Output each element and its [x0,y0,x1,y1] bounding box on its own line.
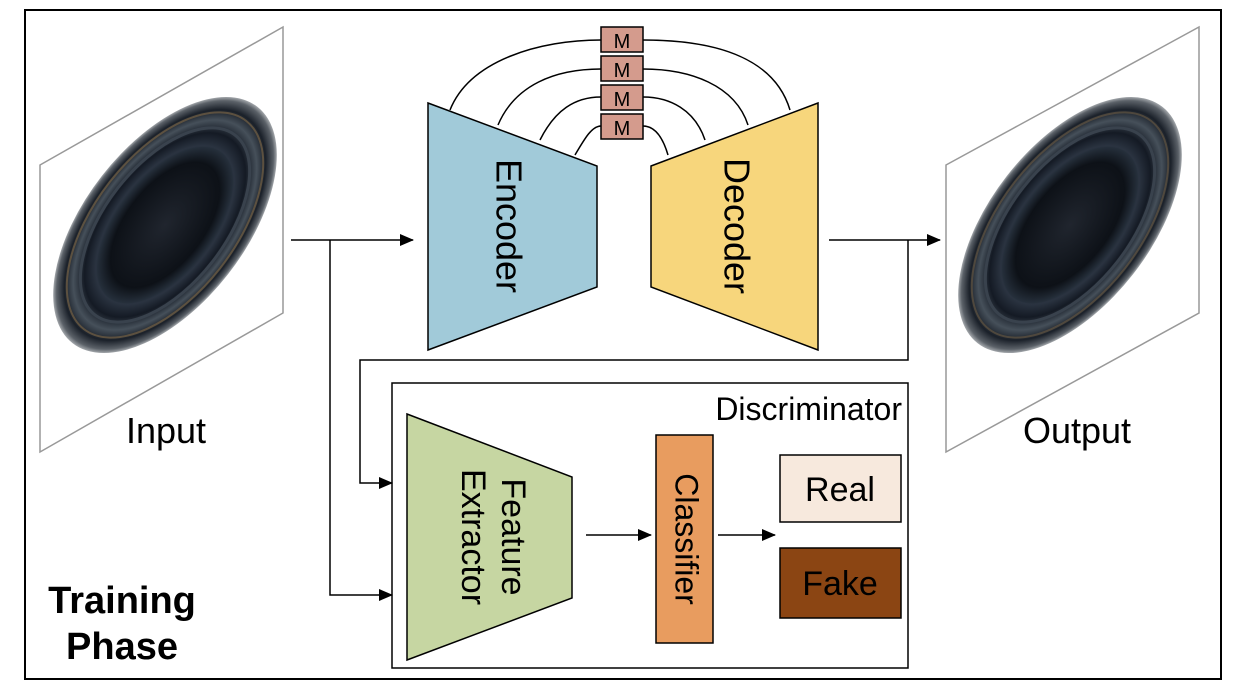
encoder-block [427,101,598,352]
memory-label: M [614,89,631,111]
memory-modules: M M M M [600,26,644,140]
classifier-block [655,434,714,644]
memory-module [600,55,644,82]
fake-box [779,547,902,619]
output-image [945,25,1200,454]
decoder-label: Decoder [716,158,757,294]
outer-border [24,9,1222,680]
memory-module [600,113,644,140]
discriminator-label: Discriminator [715,391,902,427]
feature-extractor-block [406,412,573,662]
memory-label: M [614,31,631,53]
decoder-block [650,101,819,352]
flow-arrows [291,234,941,601]
phase-label-line1: Training [48,580,196,622]
skip-connections [449,39,791,156]
fake-label: Fake [802,565,878,603]
real-label: Real [805,471,875,509]
feature-extractor-label-line2: Extractor [454,469,492,605]
output-label: Output [1023,410,1131,451]
classifier-label: Classifier [669,473,705,605]
memory-label: M [614,60,631,82]
feature-extractor-label-line1: Feature [494,478,532,595]
real-box [779,454,902,523]
phase-label-line2: Phase [66,626,178,668]
input-image [39,25,284,454]
input-label: Input [126,410,206,451]
memory-module [600,26,644,53]
encoder-label: Encoder [488,159,529,293]
memory-label: M [614,118,631,140]
discriminator-box [391,382,909,669]
memory-module [600,84,644,111]
